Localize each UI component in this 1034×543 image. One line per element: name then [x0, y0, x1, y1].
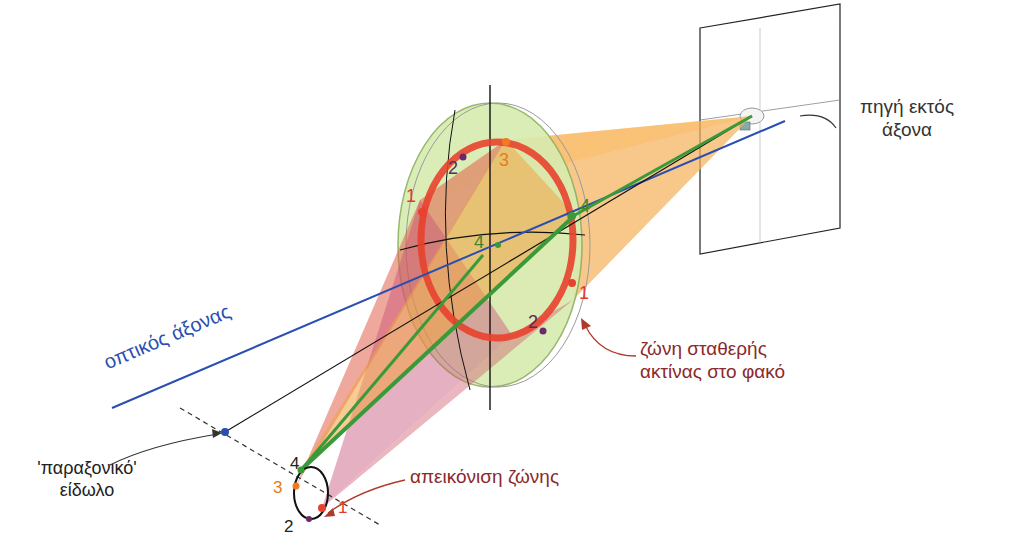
source-label: πηγή εκτός άξονα	[842, 96, 972, 142]
callout-number: 1	[338, 498, 347, 518]
callout-number: 4	[290, 454, 299, 474]
paraxial-image-label: 'παραξονικό' είδωλο	[22, 458, 152, 501]
callout-number: 2	[448, 158, 458, 180]
callout-number: 4	[580, 196, 590, 218]
axis-label: οπτικός άξονας	[100, 299, 234, 374]
zone-label: ζώνη σταθερής ακτίνας στο φακό	[640, 338, 815, 384]
callout-number: 3	[273, 478, 282, 498]
callout-number: 1	[579, 283, 589, 305]
callout-number: 4	[474, 232, 484, 254]
callout-number: 2	[528, 312, 538, 334]
callout-number: 2	[284, 517, 293, 537]
zone-image-label: απεικόνιση ζώνης	[410, 466, 600, 489]
callout-number: 3	[499, 150, 509, 172]
callout-number: 1	[406, 186, 416, 208]
